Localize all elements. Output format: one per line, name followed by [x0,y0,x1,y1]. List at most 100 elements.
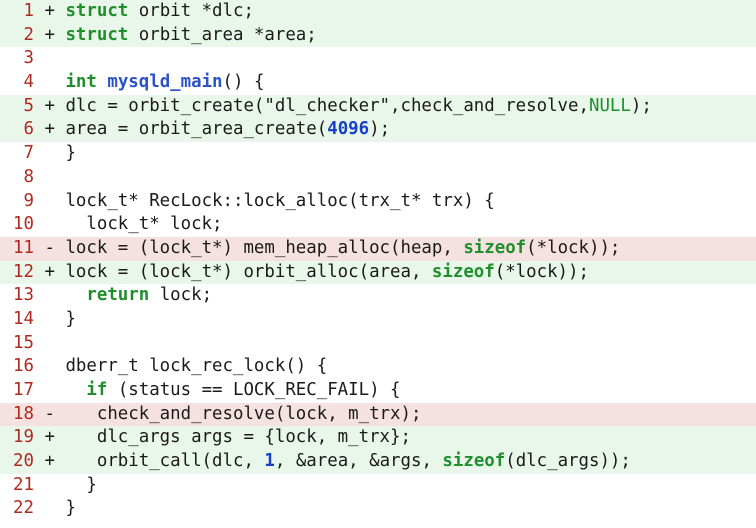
code-line: 21 } [0,474,756,498]
line-number: 19 [13,427,34,448]
code-token: lock; [149,285,213,306]
code-token: sizeof [463,237,527,258]
code-token: sizeof [442,451,506,472]
line-number: 14 [13,308,34,329]
code-token: () { [222,72,265,93]
code-token: } [65,143,76,164]
diff-marker [44,475,54,495]
diff-marker [44,309,54,329]
code-token: (dlc_args)); [505,451,631,472]
line-number: 9 [23,190,34,211]
diff-marker: + [44,451,55,472]
code-line: 22 } [0,497,756,521]
diff-marker [44,333,54,353]
code-token: (*lock)); [526,237,621,258]
code-line: 3 [0,47,756,71]
added-code-line: 12 + lock = (lock_t*) orbit_alloc(area, … [0,260,756,285]
diff-marker [44,356,54,376]
added-code-line: 6 + area = orbit_area_create(4096); [0,118,756,143]
diff-marker [44,380,54,400]
line-number: 6 [23,119,34,140]
code-line: 9 lock_t* RecLock::lock_alloc(trx_t* trx… [0,190,756,214]
code-token: lock_t* RecLock::lock_alloc(trx_t* trx) … [65,190,495,211]
diff-marker [44,143,54,163]
diff-marker [44,214,54,234]
line-number: 8 [23,166,34,187]
code-token: NULL [588,95,631,116]
code-token: } [65,308,76,329]
code-token: orbit_area *area; [128,24,317,45]
code-token: mysqld_main [107,72,223,93]
code-token: area = orbit_area_create( [65,119,328,140]
code-line: 15 [0,332,756,356]
line-number: 2 [23,24,34,45]
line-number: 10 [13,214,34,235]
line-number: 1 [23,1,34,21]
diff-marker: - [44,237,55,258]
added-code-line: 2 + struct orbit_area *area; [0,23,756,48]
code-token: dberr_t lock_rec_lock() { [65,356,328,377]
line-number: 15 [13,332,34,353]
code-token: , &area, &args, [274,451,443,472]
diff-marker [44,285,54,305]
code-token: 4096 [327,119,370,140]
code-token: lock = (lock_t*) mem_heap_alloc(heap, [65,237,464,258]
added-code-line: 5 + dlc = orbit_create("dl_checker",chec… [0,94,756,119]
code-token [97,72,107,92]
code-line: 13 return lock; [0,284,756,308]
diff-marker: + [44,119,55,140]
code-line: 16 dberr_t lock_rec_lock() { [0,355,756,379]
line-number: 13 [13,285,34,306]
code-token: sizeof [431,261,495,282]
diff-marker [44,498,54,518]
code-token: dlc = orbit_create("dl_checker",check_an… [65,95,589,116]
code-token: if [86,380,108,400]
code-token: (status == LOCK_REC_FAIL) { [107,380,401,400]
code-token: dlc_args args = {lock, m_trx}; [96,427,411,448]
code-token: } [65,498,76,519]
line-number: 17 [13,380,34,400]
code-line: 14 } [0,308,756,332]
code-token: return [86,285,150,306]
code-token: ); [630,95,652,116]
code-token: 1 [264,451,275,472]
code-line: 4 int mysqld_main() { [0,71,756,95]
code-token: struct [65,24,129,45]
diff-marker [44,48,54,68]
line-number: 12 [13,261,34,282]
line-number: 5 [23,95,34,116]
line-number: 16 [13,356,34,377]
code-token: (*lock)); [494,261,589,282]
added-code-line: 1 + struct orbit *dlc; [0,0,756,24]
line-number: 22 [13,498,34,519]
code-token: struct [65,1,129,21]
line-number: 20 [13,451,34,472]
removed-code-line: 18 - check_and_resolve(lock, m_trx); [0,402,756,427]
diff-marker [44,72,54,92]
code-line: 10 lock_t* lock; [0,213,756,237]
code-token: int [65,72,97,93]
diff-marker: + [44,1,55,21]
diff-marker [44,167,54,187]
code-token: } [86,474,97,495]
line-number: 21 [13,474,34,495]
code-line: 8 [0,166,756,190]
removed-code-line: 11 - lock = (lock_t*) mem_heap_alloc(hea… [0,236,756,261]
diff-marker: - [44,403,55,424]
code-line: 7 } [0,142,756,166]
code-token: lock = (lock_t*) orbit_alloc(area, [65,261,432,282]
line-number: 11 [13,237,34,258]
code-token: ); [369,119,391,140]
line-number: 4 [23,72,34,93]
diff-marker [44,191,54,211]
code-token: orbit_call(dlc, [96,451,265,472]
diff-marker: + [44,261,55,282]
code-token: orbit *dlc; [128,1,254,21]
code-token: lock_t* lock; [86,214,223,235]
diff-marker: + [44,24,55,45]
line-number: 18 [13,403,34,424]
line-number: 7 [23,143,34,164]
line-number: 3 [23,48,34,69]
code-token: check_and_resolve(lock, m_trx); [96,403,422,424]
